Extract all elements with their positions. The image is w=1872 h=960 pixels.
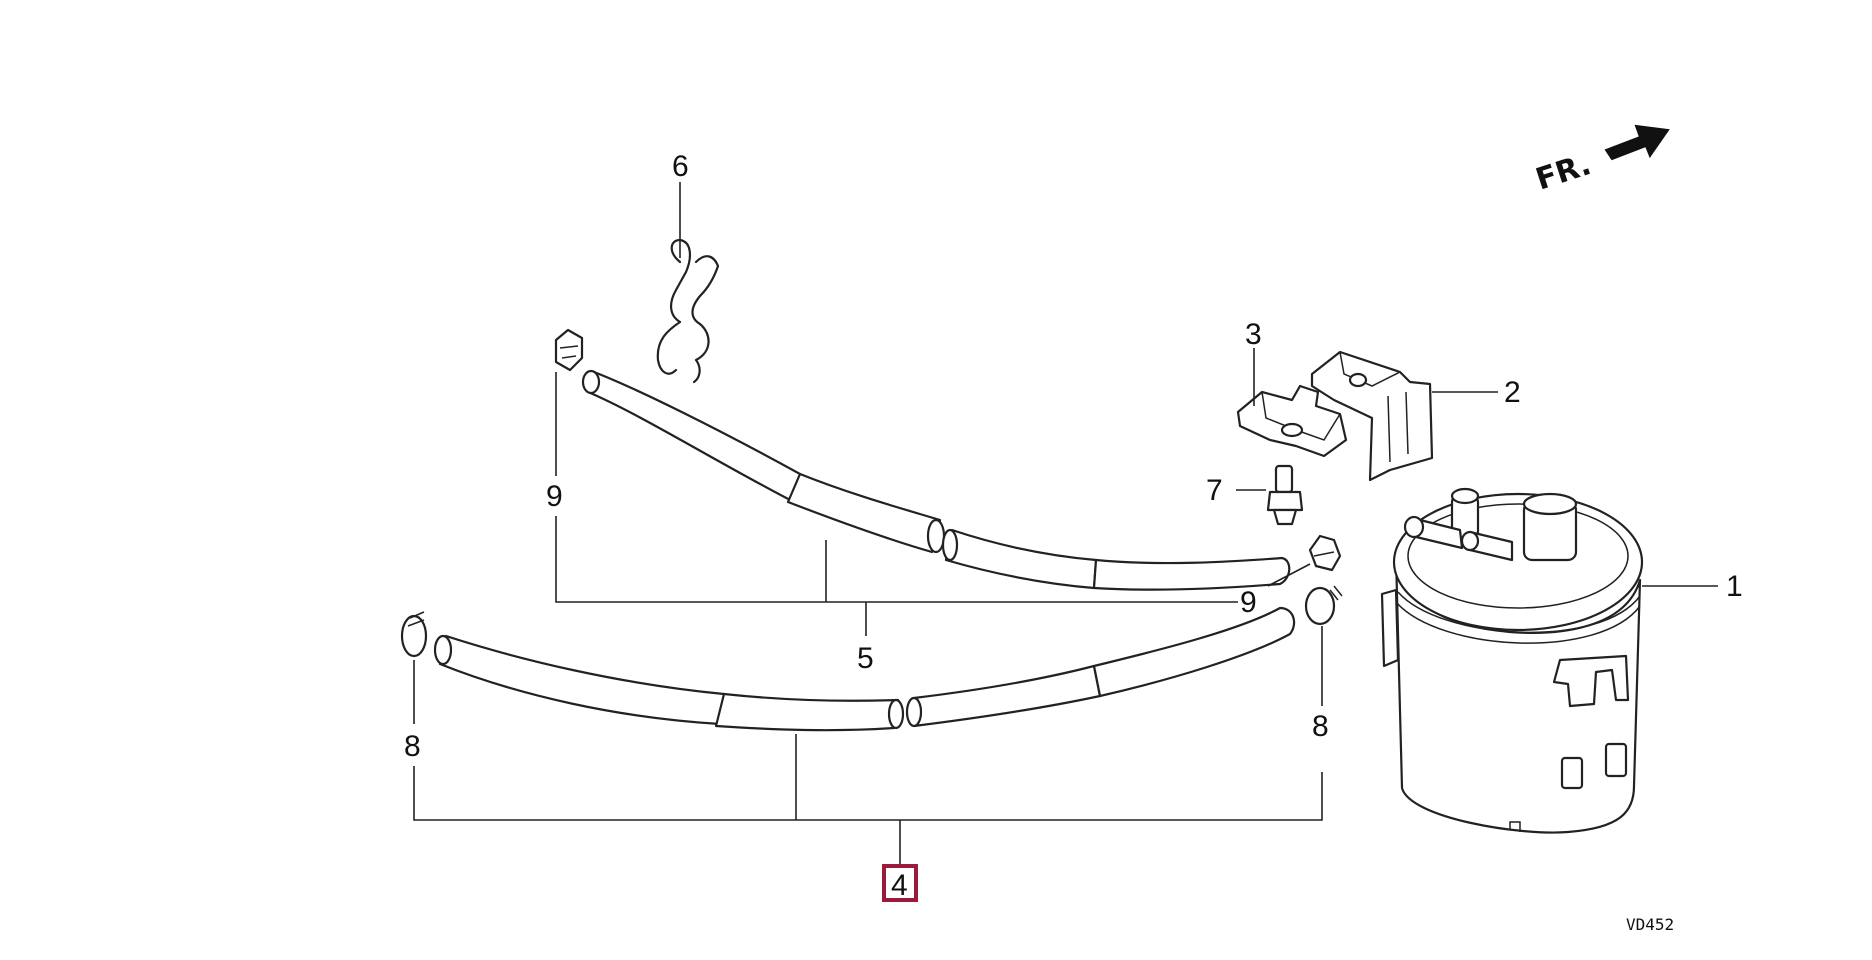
- callout-4-highlight-box: [882, 864, 918, 902]
- callout-6[interactable]: 6: [672, 150, 689, 183]
- hose-set-part-4[interactable]: [433, 606, 1296, 732]
- callout-3[interactable]: 3: [1245, 318, 1262, 351]
- diagram-code: VD452: [1626, 915, 1674, 934]
- lower-hose-segment-a[interactable]: [438, 634, 726, 726]
- canister-bracket-part-2[interactable]: [1310, 350, 1434, 482]
- upper-hose-segment-b[interactable]: [786, 472, 942, 554]
- callout-9-left[interactable]: 9: [546, 480, 563, 513]
- lower-hose-segment-d[interactable]: [1092, 606, 1296, 698]
- front-direction-indicator: FR.: [1532, 124, 1670, 198]
- bracket-part-3[interactable]: [1236, 384, 1348, 458]
- front-direction-arrow-icon: [1604, 124, 1670, 161]
- hose-clamp-part-8-left[interactable]: [400, 611, 428, 658]
- callouts: 6 3 2 7 1 9 9 5 8 8 4: [404, 150, 1743, 902]
- charcoal-canister-part-1[interactable]: [1380, 487, 1644, 834]
- callout-4[interactable]: 4: [891, 869, 908, 902]
- hose-set-part-5[interactable]: [581, 369, 1291, 591]
- callout-8-left[interactable]: 8: [404, 730, 421, 763]
- upper-hose-segment-d[interactable]: [1092, 556, 1291, 591]
- leader-lines: [413, 182, 1718, 866]
- callout-7[interactable]: 7: [1206, 474, 1223, 507]
- callout-8-right[interactable]: 8: [1312, 710, 1329, 743]
- lower-hose-segment-c[interactable]: [912, 664, 1102, 728]
- callout-1[interactable]: 1: [1726, 570, 1743, 603]
- bolt-part-7[interactable]: [1266, 464, 1304, 526]
- hose-clamp-part-9-left[interactable]: [554, 328, 584, 372]
- callout-2[interactable]: 2: [1504, 376, 1521, 409]
- lower-hose-segment-b[interactable]: [714, 692, 900, 732]
- callout-9-right[interactable]: 9: [1240, 586, 1257, 619]
- upper-hose-segment-a[interactable]: [586, 370, 802, 504]
- hose-clamp-part-8-right[interactable]: [1304, 585, 1343, 626]
- hose-clip-part-6[interactable]: [656, 238, 720, 384]
- hose-clamp-part-9-right[interactable]: [1308, 534, 1342, 572]
- front-direction-label: FR.: [1532, 147, 1596, 197]
- callout-5[interactable]: 5: [857, 642, 874, 675]
- upper-hose-segment-c[interactable]: [944, 528, 1098, 590]
